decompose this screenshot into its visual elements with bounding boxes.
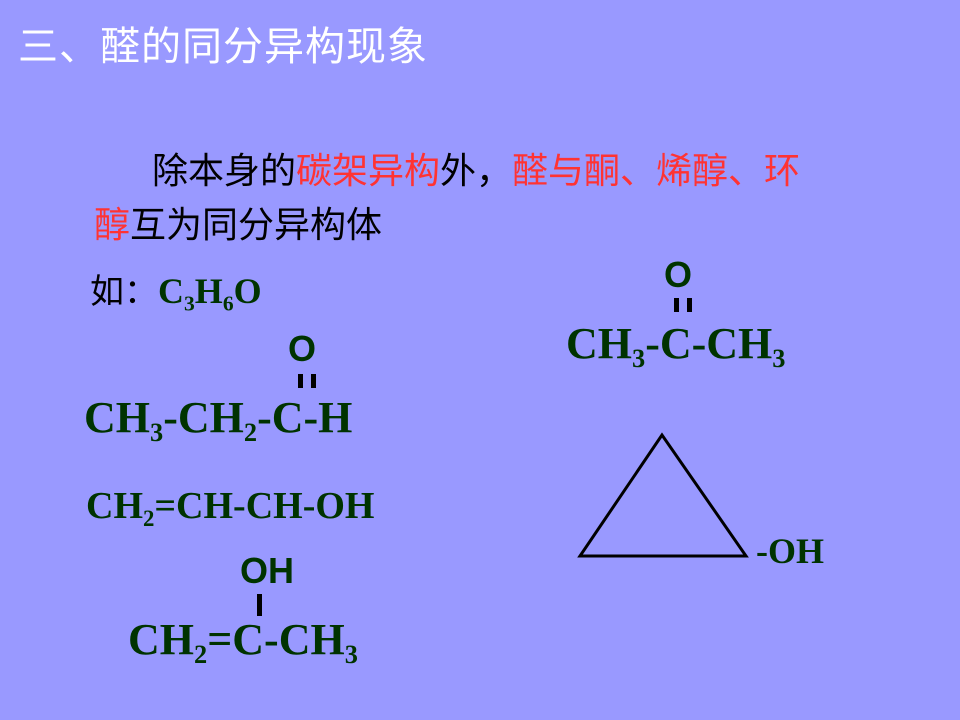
highlight-alcohol: 醇 xyxy=(94,205,131,246)
highlight-isomer-types: 醛与酮、烯醇、环 xyxy=(512,151,801,192)
ketone-oxygen: O xyxy=(664,254,693,295)
aldehyde-double-bond xyxy=(298,374,303,388)
ketone-double-bond xyxy=(674,298,679,312)
text-segment: 互为同分异构体 xyxy=(130,205,383,246)
example-label: 如： xyxy=(90,272,158,312)
enol-hydroxyl: OH xyxy=(240,550,294,591)
text-segment: 除本身的 xyxy=(152,151,297,192)
enol-formula-2: CH2=C-CH3 xyxy=(128,615,358,670)
ketone-formula: CH3-C-CH3 xyxy=(566,319,786,374)
cyclopropanol-hydroxyl: -OH xyxy=(756,531,824,571)
paragraph-line-1: 除本身的碳架异构外，醛与酮、烯醇、环 xyxy=(152,142,800,194)
enol-single-bond xyxy=(257,594,262,616)
paragraph-line-2: 醇互为同分异构体 xyxy=(94,196,382,248)
enol-formula-1: CH2=CH-CH-OH xyxy=(86,485,375,531)
cyclopropane-ring xyxy=(577,432,749,558)
highlight-carbon-skeleton: 碳架异构 xyxy=(296,151,441,192)
molecular-formula: C3H6O xyxy=(158,271,262,316)
text-segment: 外， xyxy=(440,151,513,192)
slide-title: 三、醛的同分异构现象 xyxy=(18,24,428,70)
ring-triangle xyxy=(577,432,749,558)
aldehyde-double-bond xyxy=(311,374,316,388)
ketone-double-bond xyxy=(687,298,692,312)
aldehyde-oxygen: O xyxy=(288,328,317,369)
aldehyde-formula: CH3-CH2-C-H xyxy=(84,393,353,448)
example-line: 如：C3H6O xyxy=(90,264,262,316)
